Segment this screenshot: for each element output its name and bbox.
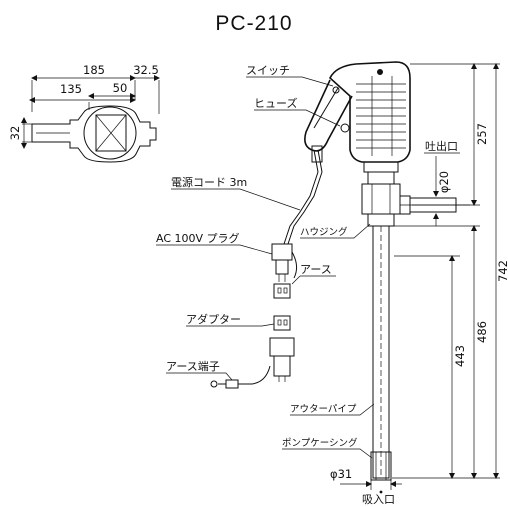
label-earth: アース: [300, 263, 332, 276]
label-earth-terminal: アース端子: [166, 360, 220, 373]
dim-185: 185: [83, 63, 105, 77]
motor-ribs: [356, 76, 406, 156]
dim-257: 257: [475, 123, 489, 145]
coupling: [363, 161, 399, 173]
dim-742: 742: [496, 260, 508, 282]
right-dimensions: 257 742 486 443: [392, 63, 508, 479]
housing-block: [361, 183, 401, 215]
label-inlet-dia: φ31: [330, 467, 352, 481]
label-pump-casing: ポンプケーシング: [282, 437, 358, 449]
label-outer-pipe: アウターパイプ: [290, 404, 357, 415]
dim-135: 135: [60, 82, 82, 96]
top-view-outline: [31, 105, 157, 163]
label-adapter: アダプター: [186, 312, 241, 326]
top-view: 185 32.5 135 50 32: [8, 63, 160, 163]
label-inlet: 吸入口: [362, 493, 395, 506]
label-outlet: 吐出口: [425, 139, 458, 153]
adapter: [269, 337, 295, 357]
top-view-window: [95, 114, 127, 152]
dim-32: 32: [8, 126, 22, 141]
diagram-title: PC-210: [215, 12, 292, 35]
dim-32-5: 32.5: [133, 63, 159, 77]
earth-terminal: [225, 379, 239, 389]
motor-head: [329, 61, 411, 163]
label-housing: ハウジング: [300, 226, 348, 238]
label-outlet-dia: φ20: [437, 171, 451, 193]
dim-486: 486: [475, 321, 489, 343]
label-plug: AC 100V プラグ: [156, 231, 240, 245]
power-cord: [283, 149, 319, 245]
label-cord: 電源コード 3m: [171, 175, 247, 189]
top-screw: [377, 69, 383, 75]
dim-443: 443: [453, 345, 467, 367]
ac-plug: [271, 243, 293, 261]
label-switch: スイッチ: [246, 64, 290, 77]
adapter-top: [273, 315, 291, 331]
pump-casing: [370, 451, 392, 481]
plug-assembly: [210, 243, 298, 389]
dim-50: 50: [113, 81, 128, 95]
earth-plug: [273, 283, 291, 299]
label-fuse: ヒューズ: [254, 96, 297, 110]
top-view-head-ring: [83, 106, 137, 160]
